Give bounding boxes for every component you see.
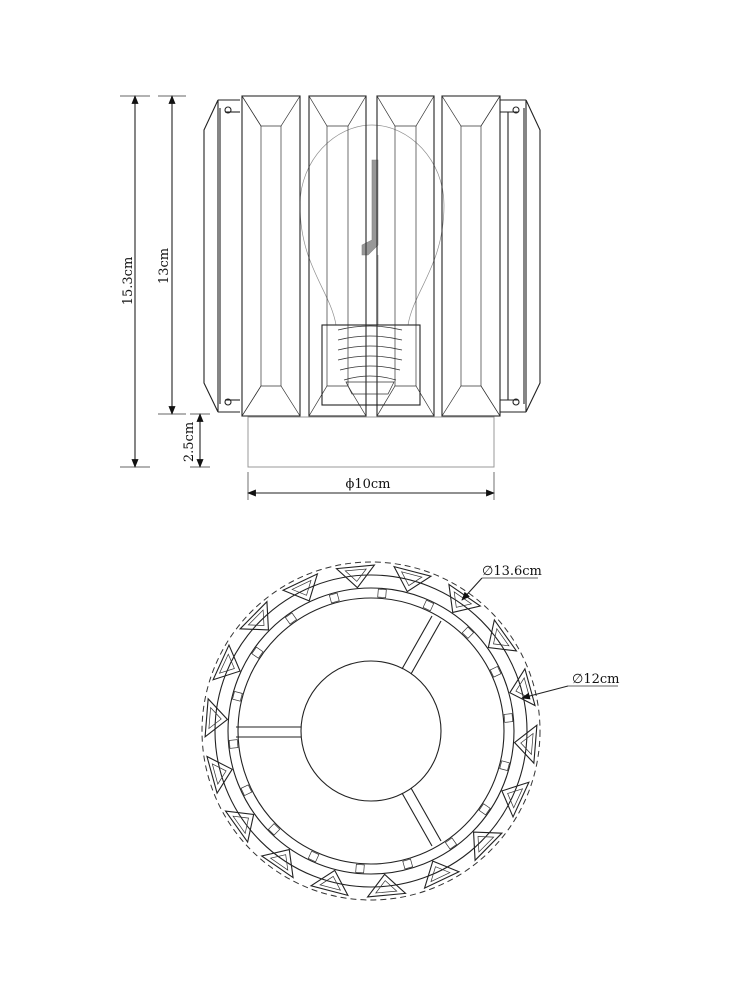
crystal-facet [375,880,398,894]
crystal-triangle [366,873,407,898]
crystal-facet [319,875,342,891]
crystal-facet [218,653,235,674]
crystal-clip [251,646,264,659]
crystal-clip [328,592,340,604]
crystal-facet [400,571,423,587]
dim-base-height-label: 2.5cm [182,422,197,462]
crystal-triangle [513,723,538,765]
left-end-cap [203,99,240,413]
crystal-facet [430,866,451,883]
crystal-triangle [423,860,461,890]
crystal-triangle [335,564,376,589]
outer-dashed-ring [201,561,541,901]
crystal-triangle [238,600,270,631]
crystal-clip [503,713,514,723]
crystal-triangle [224,810,255,844]
light-bulb [299,124,445,326]
crystal-facet [291,579,312,596]
crystal-clip [478,803,491,816]
dim-total-height-label: 15.3cm [121,257,136,306]
crystal-clip [228,739,239,749]
dim-shade-height-label: 13cm [157,248,172,284]
crystal-facet [211,763,227,785]
crystal-facet [493,627,510,647]
crystal-clip [422,599,435,612]
crystal-clip [355,863,365,874]
crystal-clip [307,850,320,863]
crystal-triangle [260,848,294,879]
crystal-clip [489,666,502,678]
dimension-total-height: 15.3cm [120,95,150,468]
wall-base [247,416,495,468]
crystal-clip [402,858,414,870]
crystal-facet [232,815,249,835]
crystal-clip [499,760,510,772]
dimension-outer-diameter: ∅13.6cm [461,564,542,601]
crystal-clip [377,588,387,599]
crystal-prism [308,95,367,417]
crystal-clip [267,823,281,836]
crystal-triangle [472,831,504,862]
crystal-triangle [509,667,536,707]
crystal-clip [232,690,243,702]
crystal-triangle [487,618,518,652]
dim-base-diameter-label: ϕ10cm [345,477,390,492]
crystal-triangle [393,565,433,593]
dimension-shade-height: 13cm [157,95,186,415]
dim-inner-diameter-label: ∅12cm [572,672,619,687]
crystal-prism [241,95,301,417]
crystal-clip [240,784,253,796]
crystal-facet [507,788,524,809]
crystal-clip [461,626,475,639]
crystal-clip [284,612,298,625]
crystal-facet [247,609,265,626]
crystal-segments [204,564,538,898]
crystal-triangle [212,643,241,681]
dimension-base-height: 2.5cm [182,413,210,468]
frame-spokes [236,615,442,847]
crystal-facet [208,706,222,730]
bulb-circle [300,660,442,802]
crystal-prism [441,95,501,417]
crystal-facet [269,854,289,871]
crystal-prism [376,95,435,417]
crystal-triangle [281,572,319,602]
crystal-triangle [309,869,349,897]
crystal-triangle [206,755,233,795]
top-view: ∅13.6cm ∅12cm [201,561,619,901]
crystal-ring-outer [214,574,528,888]
dim-outer-diameter-label: ∅13.6cm [482,564,542,579]
side-view: 15.3cm 13cm 2.5cm ϕ10cm [120,95,541,500]
dimension-base-diameter: ϕ10cm [247,472,495,500]
frame-ring-outer [227,587,515,875]
crystal-facet [520,732,534,756]
crystal-facet [477,836,495,853]
right-end-cap [500,99,541,413]
dimension-inner-diameter: ∅12cm [521,672,619,700]
frame-ring-inner [237,597,505,865]
crystal-triangle [204,697,229,739]
crystal-triangle [501,781,530,819]
bulb-socket [321,324,421,406]
crystal-facet [344,568,367,582]
crystal-clip [444,837,458,850]
